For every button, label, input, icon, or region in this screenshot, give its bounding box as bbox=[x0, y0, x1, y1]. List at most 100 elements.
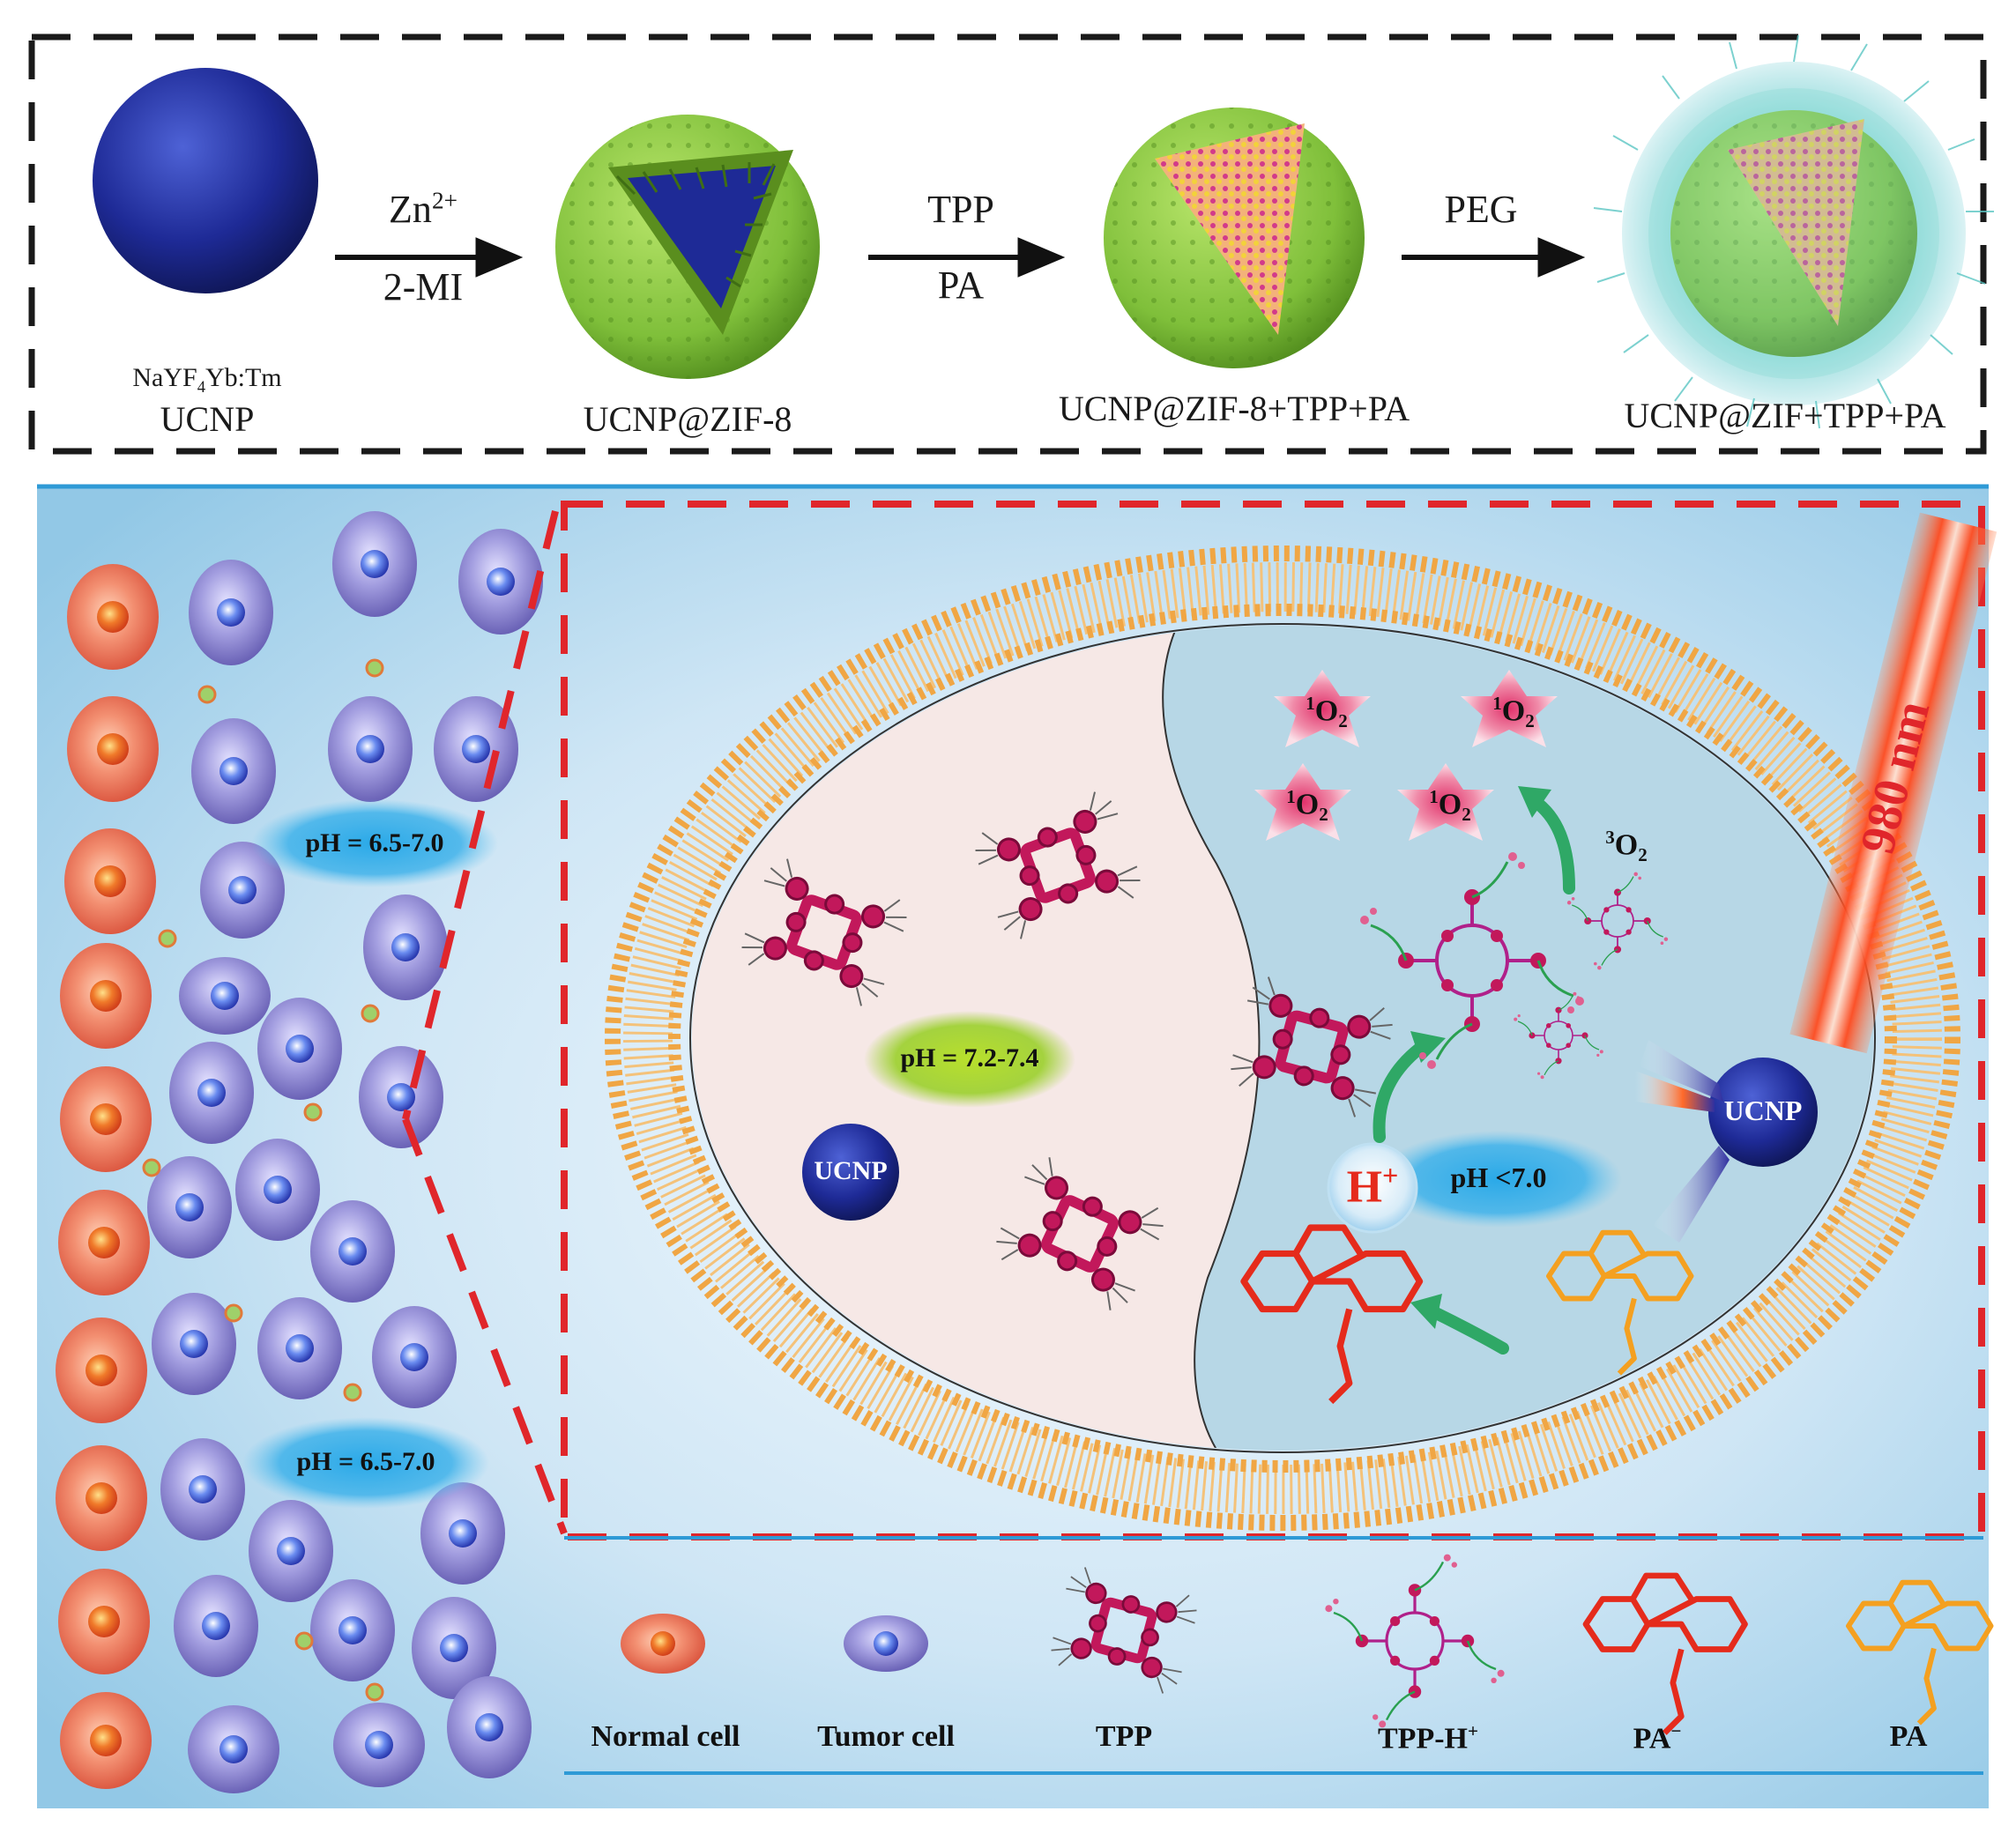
tumor-cell-cluster bbox=[147, 511, 543, 1793]
tumor-cell bbox=[359, 1046, 443, 1148]
tumor-cell bbox=[447, 1676, 532, 1778]
tumor-cell bbox=[420, 1482, 505, 1585]
normal-ph-label: pH = 7.2-7.4 bbox=[900, 1043, 1039, 1073]
emission-beam-lower bbox=[1653, 1146, 1730, 1243]
legend-pa-label: PA bbox=[1889, 1720, 1928, 1753]
tumor-cell bbox=[200, 842, 285, 939]
nanoparticle-dots bbox=[142, 658, 384, 1702]
singlet-oxygen-label-3: 1O2 bbox=[1276, 786, 1338, 826]
ucnp-label-left: UCNP bbox=[814, 1156, 888, 1185]
zoom-line-top bbox=[402, 510, 559, 1120]
so-sub: 2 bbox=[1319, 804, 1328, 826]
tissue-ph-label-2: pH = 6.5-7.0 bbox=[296, 1447, 435, 1476]
tumor-cell bbox=[333, 1703, 425, 1787]
ucnp-formula-base: NaYF bbox=[132, 363, 197, 392]
ucnp-label-right: UCNP bbox=[1723, 1095, 1803, 1126]
tumor-cell bbox=[188, 1705, 279, 1793]
normal-cell bbox=[60, 1692, 152, 1789]
singlet-oxygen-stars bbox=[1254, 670, 1558, 841]
proton-charge: + bbox=[1382, 1160, 1399, 1191]
normal-cell bbox=[67, 564, 159, 670]
triplet-oxygen-label: 3O2 bbox=[1591, 827, 1662, 866]
cell-membrane-line bbox=[689, 623, 1876, 1453]
legend-tumor-cell-label: Tumor cell bbox=[817, 1720, 955, 1753]
zn-text: Zn bbox=[389, 188, 432, 231]
tumor-cell bbox=[372, 1306, 457, 1408]
pa-minus-charge: − bbox=[1670, 1720, 1682, 1741]
normal-cell bbox=[67, 696, 159, 802]
tumor-cell bbox=[412, 1597, 496, 1699]
tumor-cell bbox=[257, 1297, 342, 1399]
normal-cell bbox=[60, 1066, 152, 1172]
normal-cell bbox=[58, 1190, 150, 1295]
cell-membrane-inner bbox=[668, 604, 1897, 1473]
ucnp-zif8-sphere bbox=[555, 115, 820, 379]
so-base: O bbox=[1314, 694, 1339, 728]
arrow1-below-label: 2-MI bbox=[383, 265, 464, 308]
legend-pa-minus-label: PA− bbox=[1604, 1720, 1710, 1755]
ucnp-zif8-tpp-pa-caption: UCNP@ZIF-8+TPP+PA bbox=[1058, 389, 1410, 428]
to-sub: 2 bbox=[1638, 844, 1648, 866]
singlet-oxygen-label-2: 1O2 bbox=[1483, 693, 1544, 732]
proton-bubble bbox=[1327, 1142, 1418, 1234]
tumor-cell bbox=[147, 1156, 232, 1258]
tumor-cell bbox=[249, 1500, 333, 1602]
tpp-h-text: TPP-H bbox=[1378, 1722, 1468, 1755]
tumor-cell bbox=[235, 1139, 320, 1241]
tissue-ph-cloud-2 bbox=[242, 1417, 489, 1509]
so-sup: 1 bbox=[1306, 693, 1315, 714]
tumor-cell bbox=[434, 696, 518, 802]
pa-minus-text: PA bbox=[1633, 1722, 1671, 1755]
zn-charge: 2+ bbox=[431, 187, 458, 214]
ucnp-sphere bbox=[93, 68, 318, 293]
green-arrows bbox=[1373, 798, 1575, 1355]
normal-ph-cloud bbox=[864, 1011, 1075, 1108]
cell-membrane-bilayer bbox=[623, 562, 1942, 1514]
legend-tpp-label: TPP bbox=[1095, 1720, 1153, 1753]
normal-cell bbox=[58, 1569, 150, 1674]
tumor-ph-cloud bbox=[1375, 1131, 1622, 1228]
so-sup: 1 bbox=[1429, 786, 1439, 807]
tumor-cell bbox=[179, 957, 271, 1035]
ucnp-zif8-tpp-pa-sphere bbox=[1104, 108, 1365, 368]
tumor-cell bbox=[169, 1042, 254, 1144]
ucnp-formula-rest: Yb:Tm bbox=[205, 363, 282, 392]
tumor-cell bbox=[332, 511, 417, 617]
laser-beam bbox=[1789, 512, 1997, 1054]
singlet-oxygen-label-4: 1O2 bbox=[1419, 786, 1481, 826]
arrow-3 bbox=[1402, 237, 1586, 278]
ucnp-formula-sub: 4 bbox=[197, 378, 205, 397]
tumor-cell bbox=[191, 718, 276, 824]
arrow-2 bbox=[868, 237, 1066, 278]
tumor-cell bbox=[458, 529, 543, 635]
so-sup: 1 bbox=[1286, 786, 1296, 807]
ucnp-particle-right bbox=[1708, 1058, 1818, 1167]
arrow3-above-label: PEG bbox=[1444, 188, 1518, 231]
so-sub: 2 bbox=[1338, 710, 1348, 732]
green-arrowhead bbox=[1410, 1031, 1446, 1063]
to-sup: 3 bbox=[1605, 827, 1615, 848]
ucnp-zif8-caption: UCNP@ZIF-8 bbox=[583, 399, 792, 439]
pegylated-sphere bbox=[1593, 34, 1994, 429]
emission-beam-upper bbox=[1640, 1040, 1723, 1102]
proton-symbol: H bbox=[1346, 1162, 1383, 1213]
tpp-h-charge: + bbox=[1467, 1720, 1478, 1741]
emission-beam-middle bbox=[1635, 1071, 1715, 1112]
normal-cell bbox=[60, 943, 152, 1049]
top-dashed-frame bbox=[28, 33, 1987, 455]
tumor-cell bbox=[310, 1579, 395, 1681]
so-sub: 2 bbox=[1525, 710, 1535, 732]
to-base: O bbox=[1614, 828, 1639, 862]
proton-label: H+ bbox=[1337, 1160, 1408, 1213]
tumor-cell bbox=[328, 696, 413, 802]
tumor-cell bbox=[310, 1200, 395, 1303]
legend-tumor-cell-icon bbox=[844, 1615, 928, 1672]
cytoplasm-boundary bbox=[1162, 626, 1261, 1451]
legend-normal-cell-icon bbox=[621, 1614, 705, 1674]
so-base: O bbox=[1501, 694, 1526, 728]
normal-cell bbox=[56, 1318, 147, 1423]
legend-tpp-h-label: TPP-H+ bbox=[1344, 1720, 1512, 1755]
ucnp-caption: UCNP bbox=[160, 399, 255, 439]
ucnp-particle-left bbox=[802, 1124, 899, 1221]
so-base: O bbox=[1295, 788, 1320, 821]
